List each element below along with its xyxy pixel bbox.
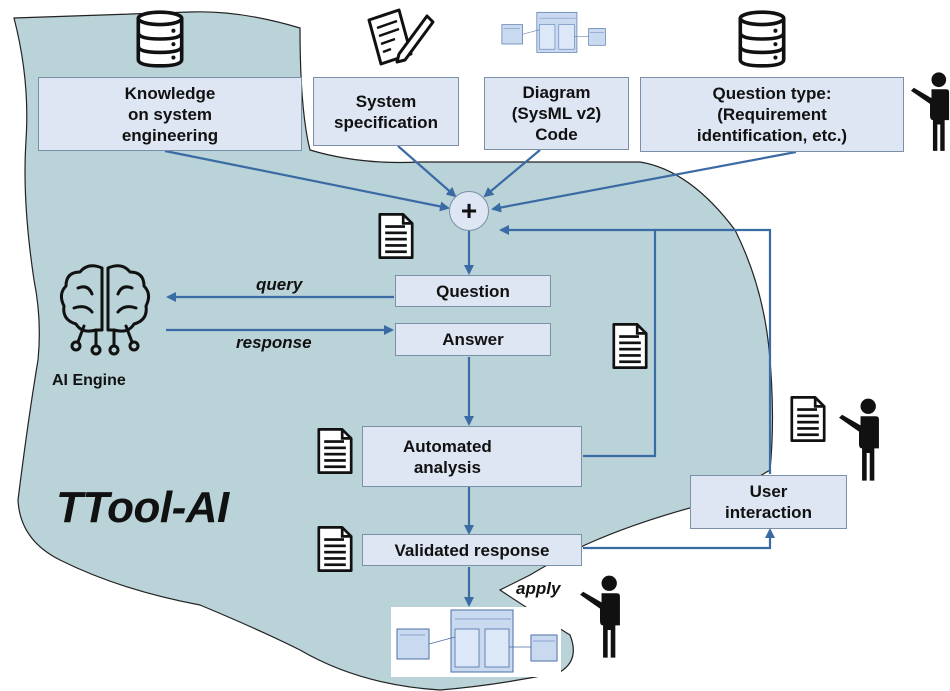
person-pointing-icon bbox=[580, 575, 620, 658]
answer-box: Answer bbox=[395, 323, 551, 356]
document-icon bbox=[612, 323, 648, 369]
analysis-line-2: analysis bbox=[413, 457, 481, 477]
automated-analysis-box: Automated analysis bbox=[362, 426, 582, 487]
brain-circuit-icon bbox=[59, 264, 151, 356]
person-pointing-icon bbox=[910, 72, 950, 151]
question-box: Question bbox=[395, 275, 551, 307]
knowledge-line-1: Knowledge bbox=[124, 83, 216, 103]
analysis-line-1: Automated bbox=[403, 436, 492, 456]
arrow-analysis-loop bbox=[499, 225, 657, 458]
validated-response-label: Validated response bbox=[394, 540, 550, 560]
diagram-line-1: Diagram bbox=[522, 83, 591, 102]
specification-box: System specification bbox=[313, 77, 459, 146]
database-icon bbox=[738, 10, 786, 68]
user-interaction-line-2: interaction bbox=[725, 503, 812, 522]
question-type-box: Question type: (Requirement identificati… bbox=[640, 77, 904, 152]
arrow-spec-to-combine bbox=[397, 145, 457, 198]
apply-label: apply bbox=[516, 579, 561, 598]
diagram-line-2: (SysML v2) bbox=[511, 104, 602, 123]
question-type-line-1: Question type: bbox=[712, 84, 832, 103]
database-icon bbox=[136, 10, 184, 68]
response-label: response bbox=[236, 333, 312, 352]
question-type-line-3: identification, etc.) bbox=[696, 126, 848, 145]
specification-line-2: specification bbox=[334, 112, 438, 132]
ttool-ai-title: TTool-AI bbox=[56, 483, 229, 532]
sysml-diagram-thumbnail-icon bbox=[498, 10, 608, 56]
validated-response-box: Validated response bbox=[362, 534, 582, 566]
arrow-knowledge-to-combine bbox=[164, 149, 450, 212]
arrow-user-loop bbox=[655, 228, 772, 474]
arrow-validated-to-user bbox=[583, 528, 775, 550]
document-icon bbox=[378, 213, 414, 259]
query-label: query bbox=[256, 275, 303, 294]
combine-node: + bbox=[449, 191, 489, 231]
sysml-diagram-thumbnail-icon bbox=[390, 607, 562, 677]
document-icon bbox=[317, 526, 353, 572]
ttool-ai-region bbox=[13, 11, 774, 691]
knowledge-line-2: on system bbox=[127, 104, 213, 124]
writing-document-icon bbox=[367, 8, 435, 66]
specification-line-1: System bbox=[355, 91, 417, 111]
answer-label: Answer bbox=[442, 330, 504, 349]
ai-engine-label: AI Engine bbox=[52, 372, 126, 389]
diagram-line-3: Code bbox=[535, 125, 578, 144]
user-interaction-box: User interaction bbox=[690, 475, 847, 529]
knowledge-line-3: engineering bbox=[121, 125, 219, 145]
document-icon bbox=[790, 396, 826, 442]
user-interaction-line-1: User bbox=[749, 482, 788, 501]
arrow-questiontype-to-combine bbox=[491, 150, 797, 213]
arrow-diagram-to-combine bbox=[483, 149, 541, 198]
question-label: Question bbox=[436, 281, 510, 301]
diagram-box: Diagram (SysML v2) Code bbox=[484, 77, 629, 150]
knowledge-box: Knowledge on system engineering bbox=[38, 77, 302, 151]
person-pointing-icon bbox=[839, 398, 879, 481]
document-icon bbox=[317, 428, 353, 474]
question-type-line-2: (Requirement bbox=[717, 105, 827, 124]
